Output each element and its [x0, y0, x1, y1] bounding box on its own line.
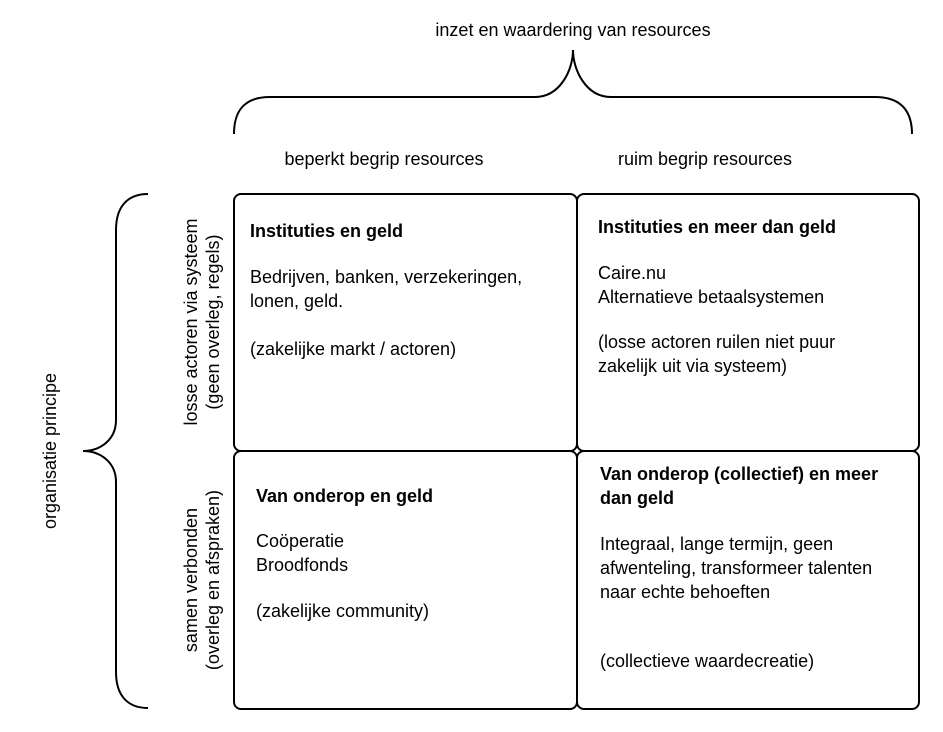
- quadrant-title: Van onderop (collectief) en meer: [600, 464, 879, 484]
- quadrant-text: Integraal, lange termijn, geen: [600, 534, 834, 554]
- top-axis-title: inzet en waardering van resources: [435, 20, 711, 40]
- quadrant-top-right: Instituties en meer dan geld Caire.nu Al…: [576, 193, 920, 452]
- row-header-losse-actoren-line1: losse actoren via systeem: [181, 218, 201, 426]
- quadrant-text: naar echte behoeften: [600, 582, 771, 602]
- quadrant-text: afwenteling, transformeer talenten: [600, 558, 873, 578]
- row-header-samen-verbonden-line1: samen verbonden: [181, 507, 201, 653]
- top-curly-brace: [233, 49, 913, 135]
- row-header-losse-actoren: losse actoren via systeem (geen overleg,…: [180, 192, 226, 452]
- quadrant-text: lonen, geld.: [250, 291, 344, 311]
- quadrant-text: Coöperatie: [256, 531, 345, 551]
- quadrant-text: Alternatieve betaalsystemen: [598, 287, 825, 307]
- quadrant-note: (zakelijke markt / actoren): [250, 339, 457, 359]
- quadrant-note: (losse actoren ruilen niet puur: [598, 332, 836, 352]
- quadrant-text: Bedrijven, banken, verzekeringen,: [250, 267, 523, 287]
- quadrant-top-left: Instituties en geld Bedrijven, banken, v…: [233, 193, 578, 452]
- quadrant-bottom-right: Van onderop (collectief) en meer dan gel…: [576, 450, 920, 710]
- left-curly-brace: [82, 193, 149, 709]
- quadrant-text: Broodfonds: [256, 555, 349, 575]
- quadrant-title: Instituties en meer dan geld: [598, 217, 837, 237]
- quadrant-title: dan geld: [600, 488, 675, 508]
- left-axis-title: organisatie principe: [40, 372, 60, 530]
- quadrant-title: Van onderop en geld: [256, 486, 434, 506]
- column-header-beperkt: beperkt begrip resources: [284, 149, 484, 169]
- quadrant-text: Caire.nu: [598, 263, 667, 283]
- row-header-samen-verbonden: samen verbonden (overleg en afspraken): [180, 450, 226, 710]
- quadrant-note: (collectieve waardecreatie): [600, 651, 815, 671]
- row-header-samen-verbonden-line2: (overleg en afspraken): [203, 489, 223, 671]
- quadrant-note: zakelijk uit via systeem): [598, 356, 788, 376]
- row-header-losse-actoren-line2: (geen overleg, regels): [203, 234, 223, 410]
- quadrant-note: (zakelijke community): [256, 601, 430, 621]
- column-header-ruim: ruim begrip resources: [617, 149, 793, 169]
- quadrant-bottom-left: Van onderop en geld Coöperatie Broodfond…: [233, 450, 578, 710]
- quadrant-title: Instituties en geld: [250, 221, 404, 241]
